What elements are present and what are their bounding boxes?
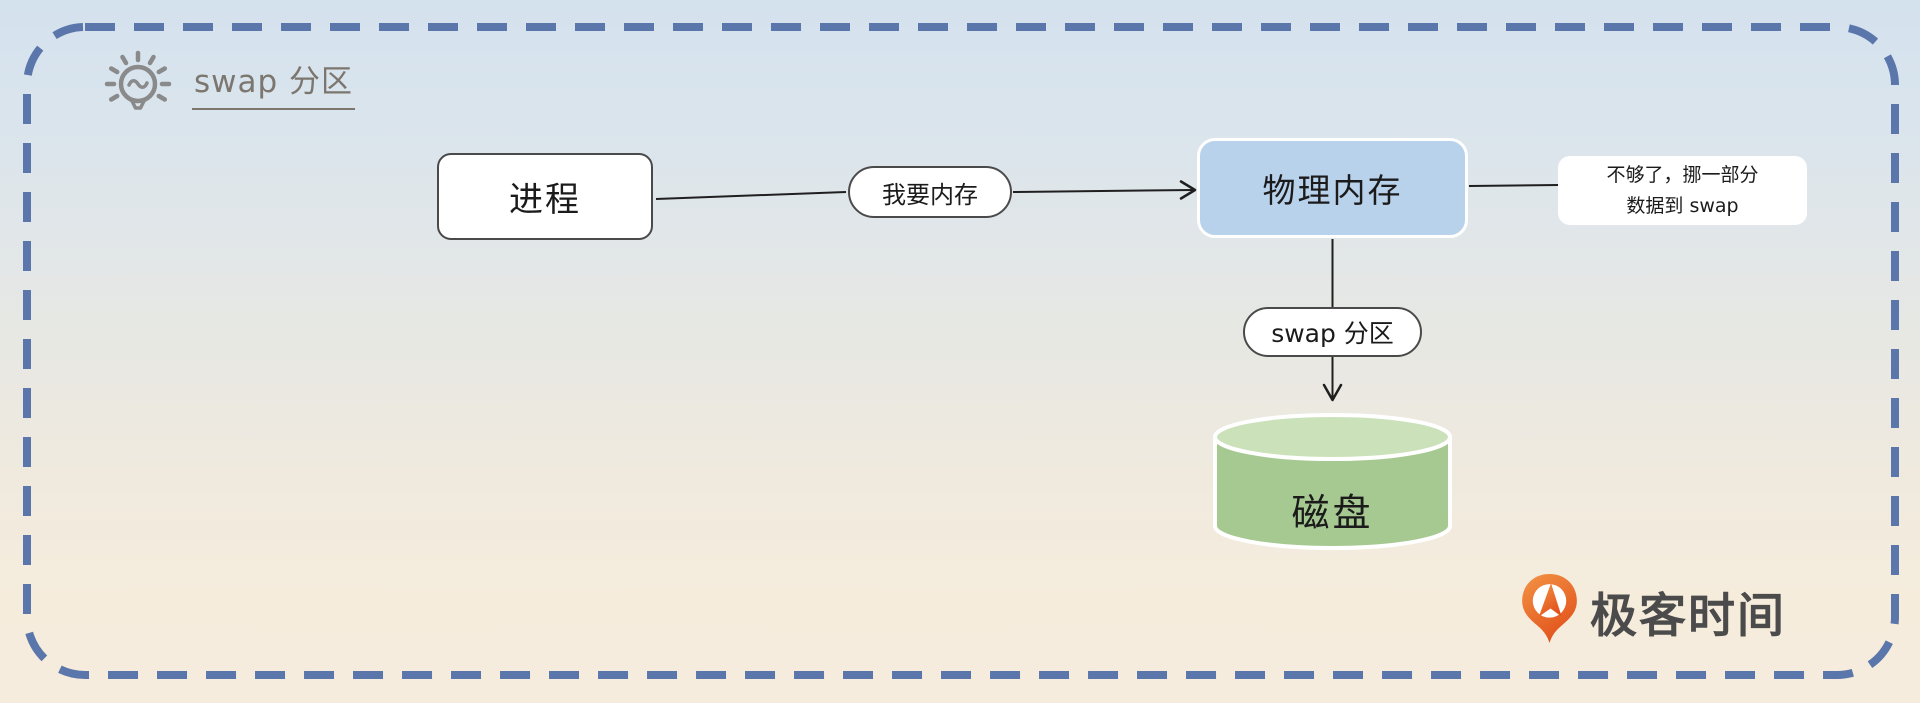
lightbulb-rays (104, 50, 172, 102)
disk-cylinder (1213, 413, 1452, 550)
arrowhead-into-memory (1179, 180, 1197, 200)
swap-partition-pill: swap 分区 (1243, 307, 1422, 357)
disk-cylinder-body (1213, 435, 1452, 550)
diagram-header: swap 分区 (100, 42, 356, 124)
connector-process-to-request (655, 191, 847, 200)
request-memory-pill: 我要内存 (848, 166, 1012, 218)
dashed-border (23, 23, 1899, 679)
arrowhead-into-disk (1322, 383, 1343, 402)
connector-request-to-memory (1012, 189, 1194, 193)
lightbulb-icon (100, 42, 176, 124)
process-label: 进程 (509, 180, 581, 220)
diagram-title: swap 分区 (192, 56, 356, 110)
pin-arrow (1538, 583, 1562, 617)
connector-memory-to-note (1468, 184, 1559, 187)
overflow-note-line1: 不够了，挪一部分 (1606, 164, 1759, 187)
disk-cylinder-top (1213, 413, 1452, 461)
overflow-note: 不够了，挪一部分 数据到 swap (1558, 156, 1807, 225)
overflow-note-line2: 数据到 swap (1626, 194, 1739, 217)
geektime-logo: 极客时间 (1519, 572, 1786, 651)
physical-memory-node: 物理内存 (1197, 138, 1468, 238)
geektime-logo-text: 极客时间 (1590, 589, 1786, 644)
request-memory-label: 我要内存 (882, 180, 978, 209)
physical-memory-label: 物理内存 (1262, 171, 1403, 210)
geektime-pin-icon (1519, 572, 1580, 651)
process-node: 进程 (437, 153, 653, 240)
swap-partition-label: swap 分区 (1271, 319, 1394, 348)
disk-label: 磁盘 (1291, 491, 1374, 535)
